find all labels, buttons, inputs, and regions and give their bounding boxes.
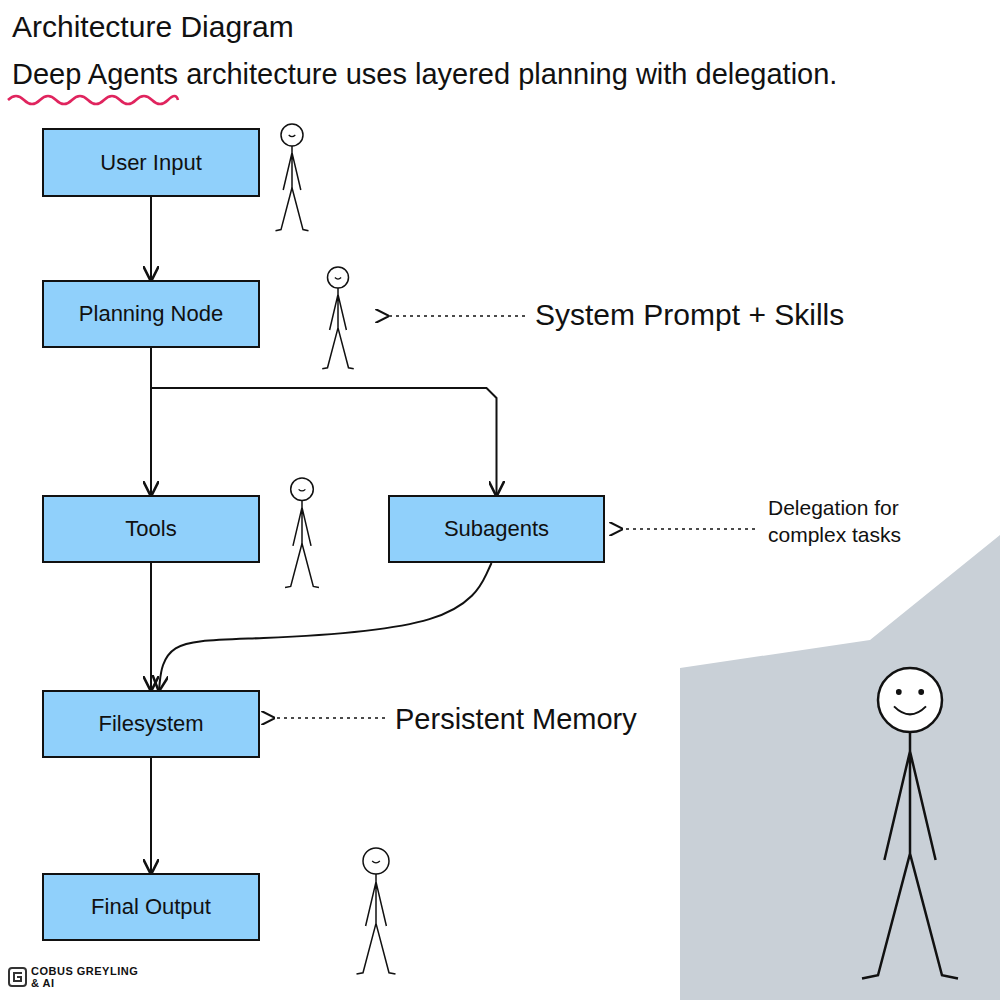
logo-glyph (14, 973, 22, 981)
process-box: Final Output (42, 873, 260, 941)
box-label: Planning Node (79, 301, 223, 327)
leader-line (274, 717, 385, 719)
annotation: Delegation for complex tasks (768, 494, 958, 549)
box-label: Subagents (444, 516, 549, 542)
flow-arrow (150, 197, 152, 280)
flow-arrow (150, 758, 152, 873)
process-box: Tools (42, 495, 260, 563)
figure-body (276, 146, 309, 231)
diagram-subtitle: Deep Agents architecture uses layered pl… (12, 58, 998, 91)
box-label: Tools (125, 516, 176, 542)
figure-body (357, 874, 396, 974)
wavy-underline (8, 96, 178, 104)
figure-smile (335, 278, 341, 280)
figure-head (328, 267, 349, 288)
figure-head (878, 668, 942, 732)
diagram-title: Architecture Diagram (12, 10, 912, 44)
figure-head (291, 478, 314, 501)
process-box: Planning Node (42, 280, 260, 348)
box-label: Filesystem (98, 711, 203, 737)
figure-smile (372, 861, 380, 863)
figure-body (322, 288, 354, 369)
figure-head (281, 124, 303, 146)
flow-arrow (150, 563, 152, 690)
figure-eye (918, 689, 924, 695)
annotation: Persistent Memory (395, 701, 695, 739)
stick-figure (276, 124, 309, 231)
box-label: User Input (100, 150, 202, 176)
flow-arrow (151, 348, 497, 495)
figure-smile (299, 489, 306, 491)
stick-figure (285, 478, 319, 588)
flow-arrow (150, 348, 152, 495)
annotation: System Prompt + Skills (535, 295, 915, 334)
flow-arrow (159, 563, 492, 690)
process-box: User Input (42, 128, 260, 197)
logo-mark (9, 968, 26, 986)
figure-body (285, 501, 319, 588)
watermark: COBUS GREYLING & AI (31, 966, 149, 989)
stick-figure (357, 848, 396, 974)
leader-line (622, 528, 755, 530)
process-box: Filesystem (42, 690, 260, 758)
leader-line (388, 315, 525, 317)
logo-frame (9, 968, 26, 986)
figure-eye (896, 689, 902, 695)
figure-head (363, 848, 389, 874)
large-stick-figure (862, 668, 958, 978)
stick-figure (322, 267, 354, 369)
box-label: Final Output (91, 894, 211, 920)
grey-backdrop (680, 535, 1000, 1000)
figure-smile (894, 706, 926, 714)
figure-body (862, 732, 958, 978)
figure-smile (289, 135, 296, 137)
process-box: Subagents (388, 495, 605, 563)
